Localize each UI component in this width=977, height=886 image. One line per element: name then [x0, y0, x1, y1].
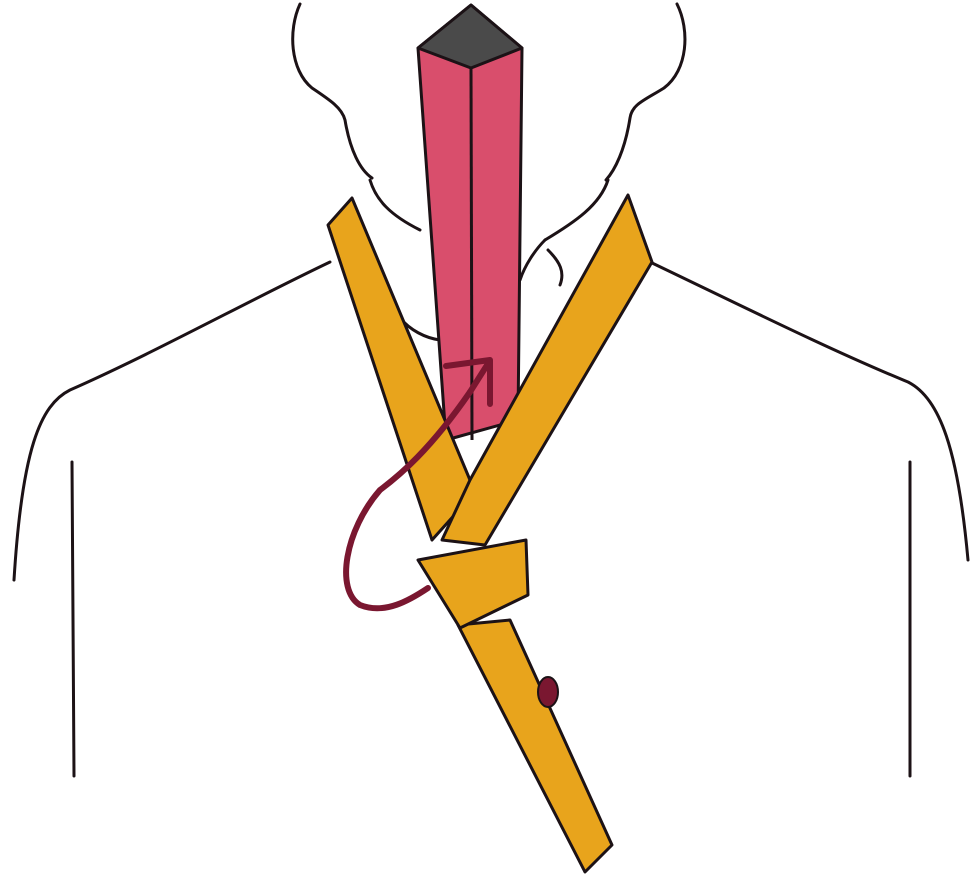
shirt-button	[538, 677, 558, 707]
knot-band	[418, 540, 528, 628]
narrow-end	[418, 5, 522, 440]
